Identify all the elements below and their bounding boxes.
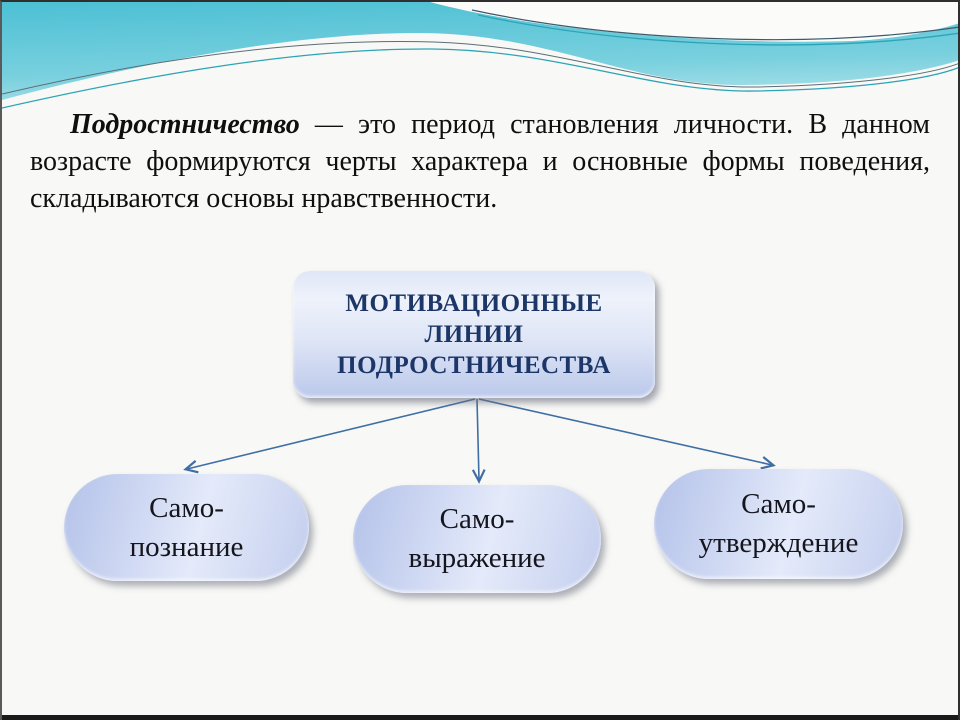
intro-text: — это период становления личности. В дан… bbox=[30, 109, 930, 214]
arrow-to-self-affirmation bbox=[478, 398, 776, 470]
arrow-to-self-expression bbox=[471, 398, 486, 484]
root-node-line3: ПОДРОСТНИЧЕСТВА bbox=[337, 352, 611, 379]
node-self-affirmation-line1: Само- bbox=[741, 488, 816, 520]
intro-lead-term: Подростничество bbox=[70, 109, 300, 140]
slide-bottom-border bbox=[2, 715, 958, 720]
node-self-expression-line1: Само- bbox=[439, 503, 515, 535]
node-self-expression: Само- выражение bbox=[353, 485, 601, 593]
node-self-knowledge-line1: Само- bbox=[149, 491, 224, 524]
header-wave-decoration bbox=[2, 2, 958, 134]
node-self-knowledge-line2: познание bbox=[129, 530, 244, 563]
node-self-expression-line2: выражение bbox=[408, 542, 546, 574]
arrow-to-self-knowledge bbox=[183, 398, 476, 474]
root-node-line2: ЛИНИИ bbox=[424, 321, 524, 348]
intro-paragraph: Подростничество — это период становления… bbox=[30, 106, 930, 217]
node-self-knowledge: Само- познание bbox=[64, 474, 309, 581]
node-self-affirmation-line2: утверждение bbox=[698, 527, 859, 559]
node-self-affirmation: Само- утверждение bbox=[654, 469, 903, 579]
root-node-motivational-lines: МОТИВАЦИОННЫЕ ЛИНИИ ПОДРОСТНИЧЕСТВА bbox=[293, 271, 655, 398]
root-node-line1: МОТИВАЦИОННЫЕ bbox=[345, 290, 603, 317]
